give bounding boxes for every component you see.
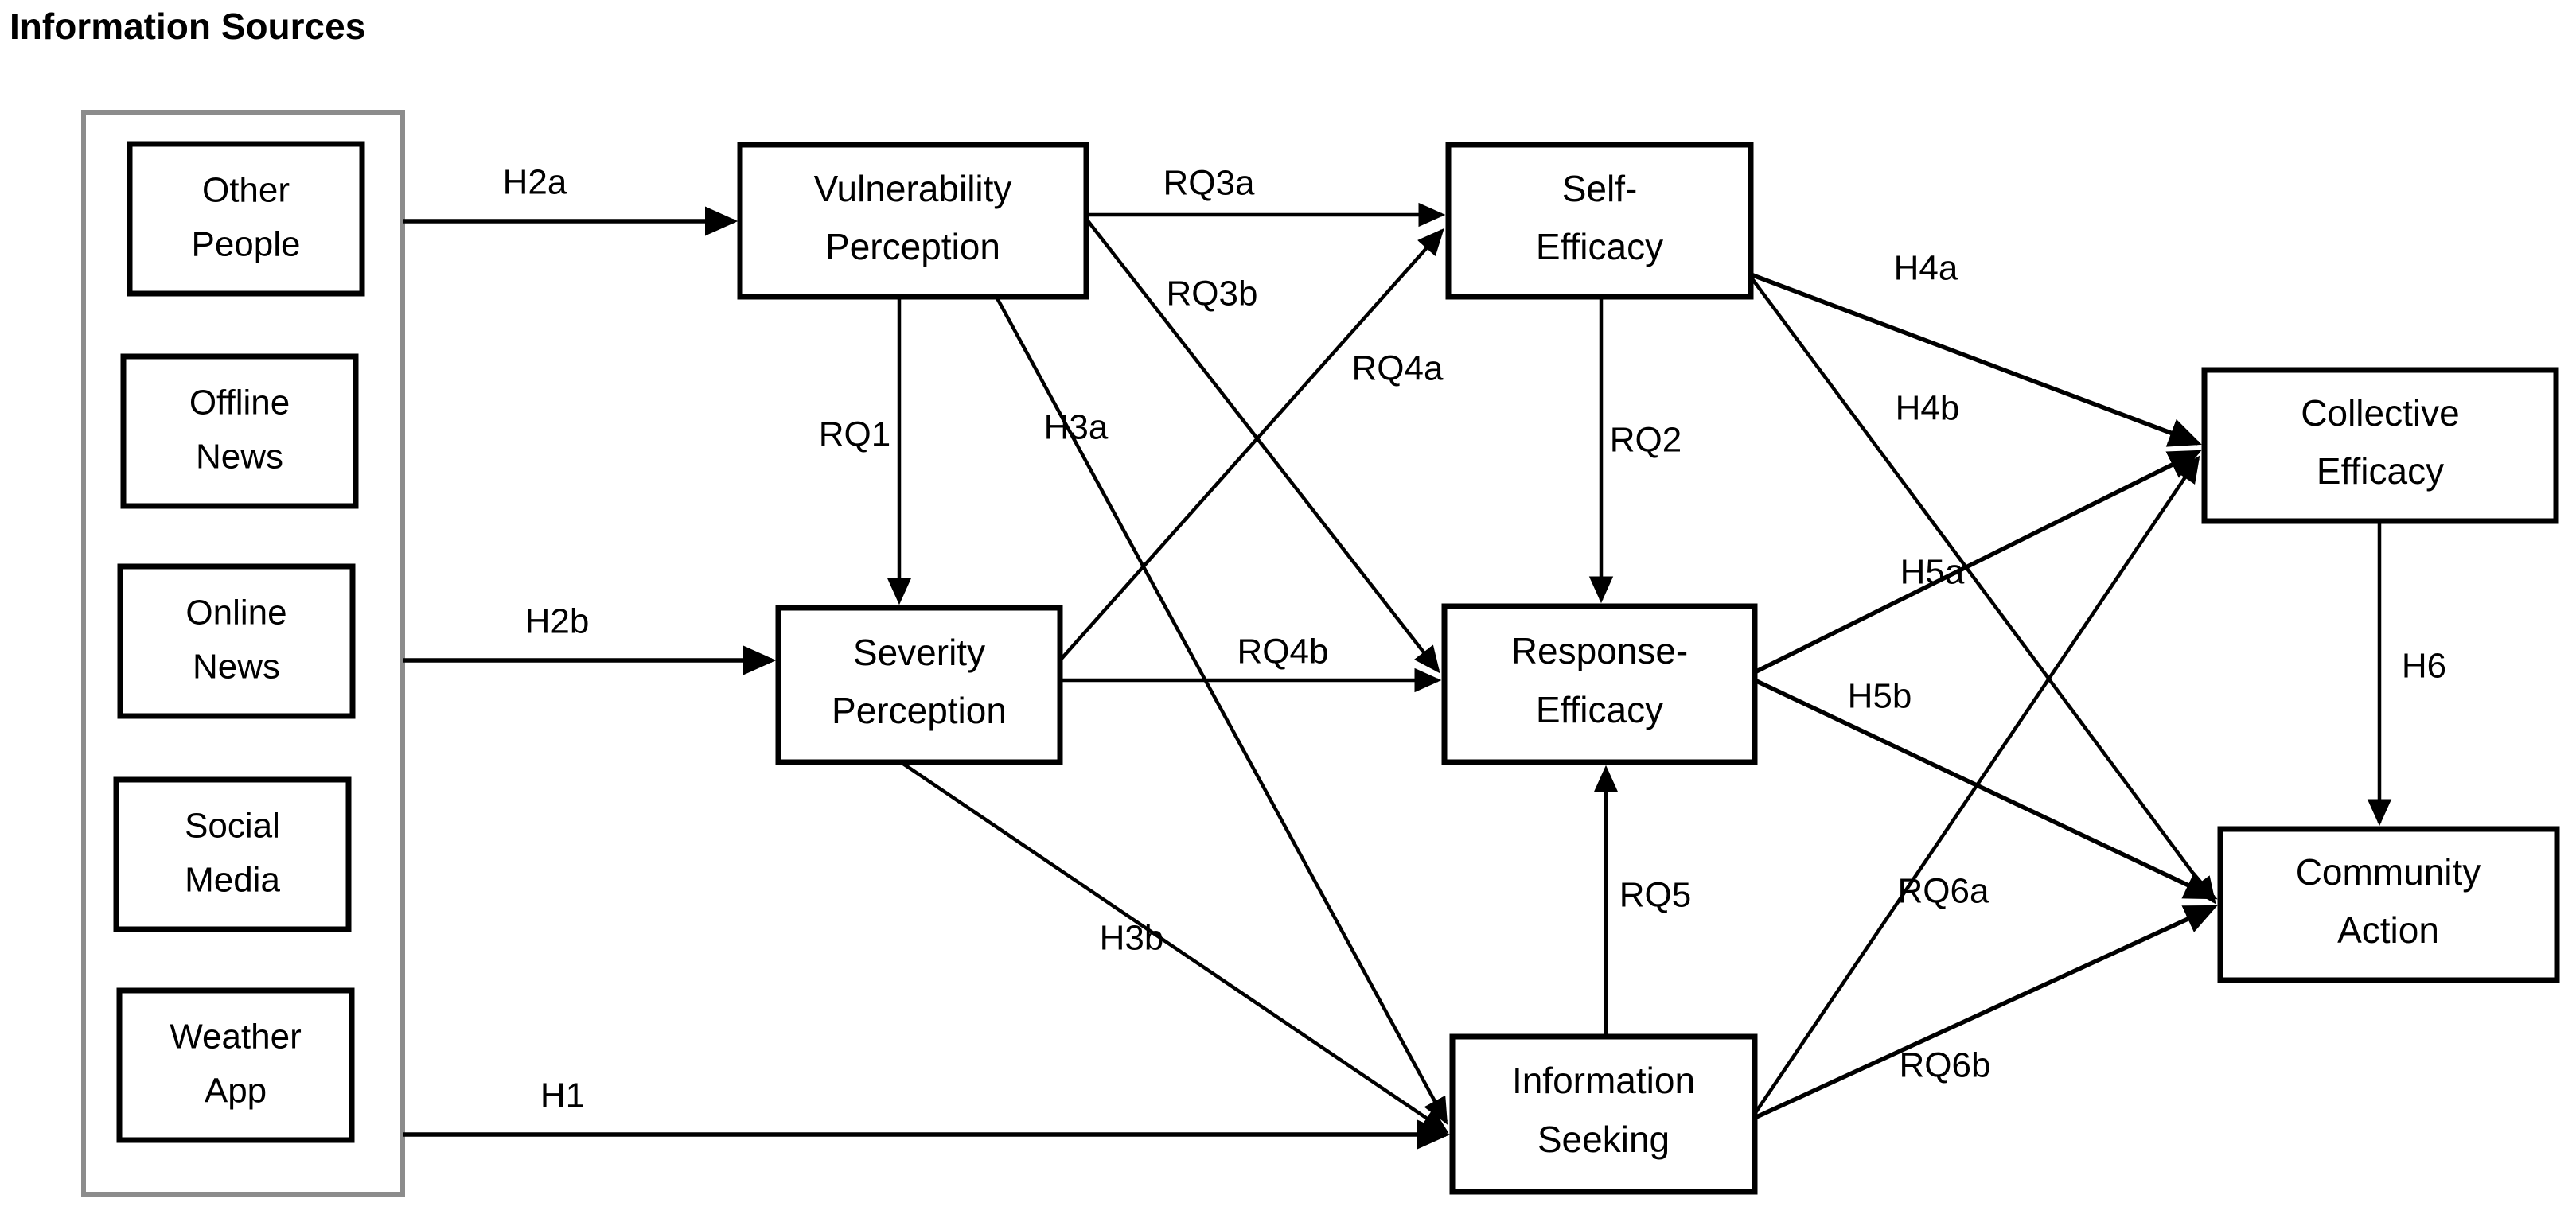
- edge-h5b: [1753, 678, 2218, 900]
- node-label-line2: Perception: [832, 690, 1007, 731]
- edge-label-rq6b: RQ6b: [1900, 1046, 1991, 1085]
- edge-h4a: [1750, 272, 2202, 447]
- source-label-line2: Media: [185, 861, 280, 900]
- node-label-line1: Severity: [853, 632, 985, 673]
- node-label-line2: Efficacy: [2317, 450, 2444, 492]
- edge-label-h5b: H5b: [1848, 677, 1912, 716]
- edge-rq6a: [1753, 455, 2200, 1115]
- edge-label-h2b: H2b: [525, 602, 590, 641]
- edge-label-rq1: RQ1: [819, 415, 890, 454]
- edge-label-h3b: H3b: [1100, 919, 1164, 958]
- source-box-weather-app[interactable]: Weather App: [116, 987, 355, 1143]
- source-box-other-people[interactable]: Other People: [127, 141, 365, 297]
- source-label-line2: People: [191, 225, 300, 264]
- node-response-efficacy[interactable]: Response- Efficacy: [1441, 603, 1758, 765]
- node-label-line2: Seeking: [1537, 1119, 1670, 1160]
- node-severity-perception[interactable]: Severity Perception: [775, 605, 1063, 765]
- edge-label-h6: H6: [2402, 647, 2446, 686]
- node-label-line2: Efficacy: [1536, 226, 1663, 267]
- node-label-line1: Vulnerability: [814, 168, 1012, 209]
- edge-label-h5a: H5a: [1900, 553, 1965, 592]
- node-label-line1: Response-: [1511, 630, 1688, 671]
- edge-label-rq4a: RQ4a: [1352, 349, 1444, 388]
- edge-label-h3a: H3a: [1044, 408, 1109, 447]
- edge-label-rq6a: RQ6a: [1898, 872, 1989, 911]
- edge-h3a: [995, 295, 1448, 1125]
- node-label-line1: Community: [2296, 851, 2481, 893]
- edge-label-h4a: H4a: [1894, 249, 1958, 288]
- source-box-online-news[interactable]: Online News: [117, 563, 356, 719]
- source-box-social-media[interactable]: Social Media: [113, 776, 352, 932]
- node-label-line2: Efficacy: [1536, 689, 1663, 730]
- edge-h3b: [899, 761, 1449, 1134]
- node-self-efficacy[interactable]: Self- Efficacy: [1445, 142, 1754, 300]
- edge-label-rq4b: RQ4b: [1237, 632, 1329, 671]
- edge-label-rq5: RQ5: [1619, 876, 1691, 915]
- edge-label-rq3a: RQ3a: [1163, 164, 1255, 203]
- node-label-line2: Perception: [825, 226, 1000, 267]
- node-label-line1: Collective: [2301, 392, 2459, 434]
- node-information-seeking[interactable]: Information Seeking: [1449, 1033, 1758, 1195]
- source-label-line1: Other: [202, 171, 290, 210]
- source-label-line2: News: [196, 438, 283, 477]
- node-community-action[interactable]: Community Action: [2217, 826, 2560, 983]
- source-label-line1: Social: [185, 807, 280, 846]
- node-label-line1: Self-: [1562, 168, 1638, 209]
- source-box-offline-news[interactable]: Offline News: [120, 353, 359, 509]
- node-collective-efficacy[interactable]: Collective Efficacy: [2201, 367, 2559, 524]
- edge-h5a: [1753, 450, 2202, 675]
- edge-h4b: [1749, 275, 2216, 905]
- source-label-line2: App: [205, 1072, 267, 1111]
- source-label-line1: Offline: [189, 383, 290, 422]
- edge-label-h1: H1: [540, 1076, 585, 1115]
- source-label-line2: News: [193, 648, 280, 687]
- source-label-line1: Online: [185, 594, 286, 632]
- node-label-line2: Action: [2337, 909, 2439, 951]
- edge-rq4a: [1058, 228, 1444, 662]
- edge-rq3b: [1085, 217, 1440, 674]
- edge-label-rq2: RQ2: [1610, 421, 1682, 460]
- edge-label-h4b: H4b: [1896, 389, 1960, 428]
- source-label-line1: Weather: [170, 1018, 302, 1057]
- node-label-line1: Information: [1512, 1060, 1695, 1101]
- page-title: Information Sources: [10, 6, 366, 47]
- edge-rq6b: [1753, 905, 2218, 1120]
- edge-label-rq3b: RQ3b: [1167, 274, 1258, 313]
- node-vulnerability-perception[interactable]: Vulnerability Perception: [737, 142, 1089, 300]
- edge-label-h2a: H2a: [503, 163, 567, 202]
